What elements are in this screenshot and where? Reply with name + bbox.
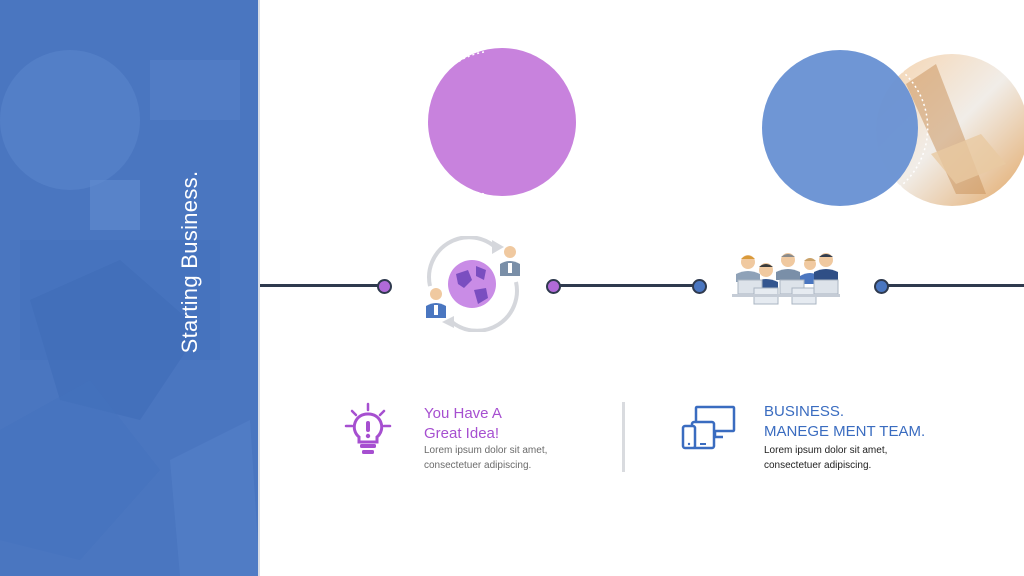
team-meeting-icon xyxy=(732,253,840,305)
devices-icon xyxy=(681,405,736,450)
feature-body-management: Lorem ipsum dolor sit amet, consectetuer… xyxy=(764,443,887,473)
feature-title-line2: Great Idea! xyxy=(424,425,500,442)
feature-title-line1: You Have A xyxy=(424,405,502,422)
feature-body-line1: Lorem ipsum dolor sit amet, xyxy=(424,445,548,456)
feature-body-idea: Lorem ipsum dolor sit amet, consectetuer… xyxy=(424,443,547,473)
business-photo-background xyxy=(0,50,260,576)
feature-title-management: BUSINESS. MANEGE MENT TEAM. xyxy=(764,402,925,442)
timeline-segment-1 xyxy=(260,284,380,287)
feature-body-line1: Lorem ipsum dolor sit amet, xyxy=(764,445,888,456)
feature-body-line2: consectetuer adipiscing. xyxy=(764,460,872,471)
timeline-segment-2 xyxy=(556,284,696,287)
purple-circle xyxy=(423,48,576,196)
timeline-segment-3 xyxy=(884,284,1024,287)
lightbulb-icon xyxy=(344,402,392,454)
timeline-node-3 xyxy=(692,279,707,294)
sidebar-panel xyxy=(0,0,260,576)
feature-title-line2: MANEGE MENT TEAM. xyxy=(764,423,926,440)
page-title: Starting Business. xyxy=(177,170,202,354)
timeline-node-4 xyxy=(874,279,889,294)
feature-title-line1: BUSINESS. xyxy=(764,403,845,420)
sidebar-divider xyxy=(258,0,260,576)
feature-divider xyxy=(622,402,625,472)
global-network-icon xyxy=(426,236,520,332)
timeline-node-2 xyxy=(546,279,561,294)
team-photo-circles xyxy=(762,50,1024,206)
feature-title-idea: You Have A Great Idea! xyxy=(424,404,502,444)
feature-body-line2: consectetuer adipiscing. xyxy=(424,460,532,471)
timeline-node-1 xyxy=(377,279,392,294)
